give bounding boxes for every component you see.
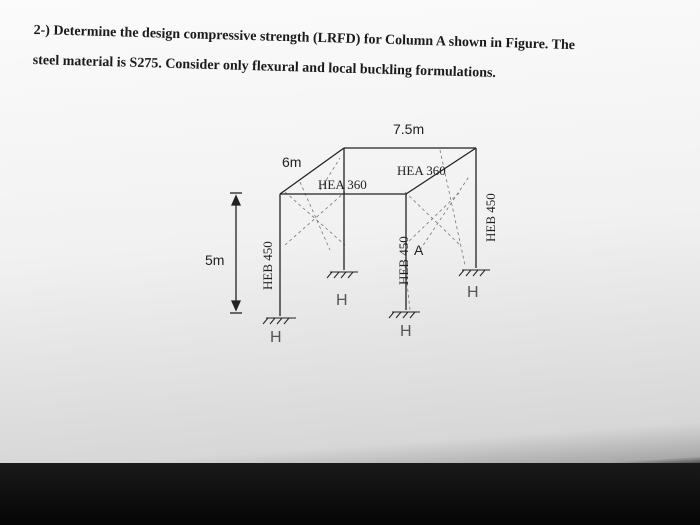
beam-front-label: HEA 360 [318, 177, 367, 192]
col-front-right-label: HEB 450 [396, 236, 411, 285]
beam-right-label: HEA 360 [397, 163, 446, 178]
support-symbol-2: H [336, 292, 348, 309]
support-symbols [262, 269, 490, 325]
support-symbol-1: H [270, 329, 282, 346]
dim-depth-label: 6m [282, 154, 301, 170]
dim-height-label: 5m [205, 252, 224, 268]
support-symbol-3: H [400, 323, 412, 340]
dim-top-label: 7.5m [393, 121, 424, 137]
support-symbol-4: H [467, 284, 479, 301]
col-back-right-label: HEB 450 [483, 193, 498, 242]
height-dimension [230, 192, 242, 314]
column-a-label: A [414, 242, 424, 258]
frame-members [279, 147, 477, 316]
col-front-left-label: HEB 450 [260, 241, 275, 290]
screen-bottom-edge [0, 463, 700, 525]
